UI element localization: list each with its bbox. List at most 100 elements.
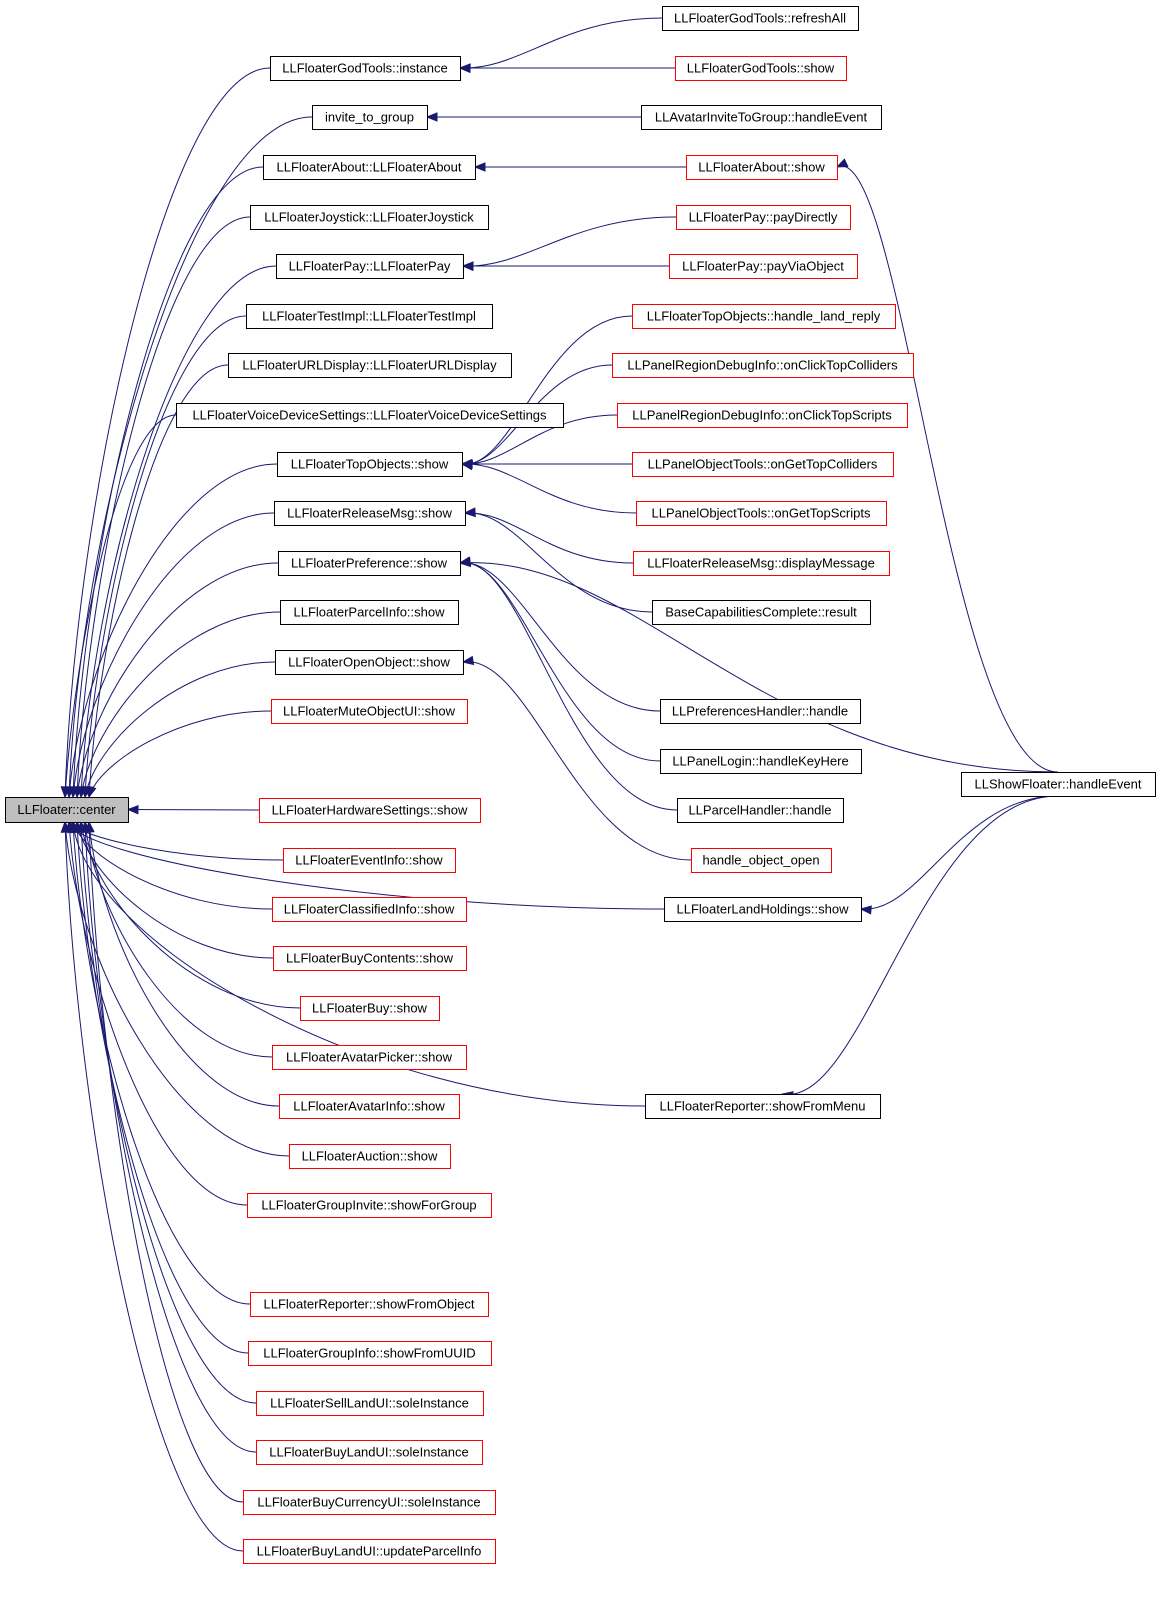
node-box[interactable]: [271, 699, 468, 724]
node-m12[interactable]: LLFloaterReleaseMsg::displayMessage: [633, 551, 890, 576]
node-m07[interactable]: LLFloaterTopObjects::handle_land_reply: [632, 304, 896, 329]
node-m04[interactable]: LLFloaterAbout::show: [686, 155, 838, 180]
node-box[interactable]: [273, 946, 467, 971]
node-box[interactable]: [617, 403, 908, 428]
node-box[interactable]: [675, 56, 847, 81]
node-box[interactable]: [641, 105, 882, 130]
node-m18[interactable]: LLFloaterLandHoldings::show: [664, 897, 862, 922]
node-box[interactable]: [289, 1144, 451, 1169]
node-box[interactable]: [691, 848, 832, 873]
node-m05[interactable]: LLFloaterPay::payDirectly: [676, 205, 851, 230]
node-box[interactable]: [259, 798, 481, 823]
node-m01[interactable]: LLFloaterGodTools::refreshAll: [662, 6, 859, 31]
node-n02[interactable]: invite_to_group: [312, 105, 428, 130]
node-box[interactable]: [662, 6, 859, 31]
node-box[interactable]: [277, 452, 463, 477]
node-n25[interactable]: LLFloaterGroupInfo::showFromUUID: [248, 1341, 492, 1366]
node-box[interactable]: [645, 1094, 881, 1119]
node-box[interactable]: [243, 1539, 496, 1564]
node-box[interactable]: [256, 1391, 484, 1416]
node-n15[interactable]: LLFloaterHardwareSettings::show: [259, 798, 481, 823]
node-m13[interactable]: BaseCapabilitiesComplete::result: [652, 600, 871, 625]
node-box[interactable]: [250, 1292, 489, 1317]
node-box[interactable]: [243, 1490, 496, 1515]
node-box[interactable]: [250, 205, 489, 230]
node-n27[interactable]: LLFloaterBuyLandUI::soleInstance: [256, 1440, 483, 1465]
node-box[interactable]: [274, 501, 466, 526]
node-box[interactable]: [276, 254, 464, 279]
node-m10[interactable]: LLPanelObjectTools::onGetTopColliders: [632, 452, 894, 477]
node-n16[interactable]: LLFloaterEventInfo::show: [283, 848, 456, 873]
node-n23[interactable]: LLFloaterGroupInvite::showForGroup: [247, 1193, 492, 1218]
node-n08[interactable]: LLFloaterVoiceDeviceSettings::LLFloaterV…: [176, 403, 564, 428]
node-n19[interactable]: LLFloaterBuy::show: [300, 996, 440, 1021]
node-box[interactable]: [633, 551, 890, 576]
node-box[interactable]: [660, 699, 861, 724]
node-box[interactable]: [660, 749, 862, 774]
node-box[interactable]: [632, 304, 896, 329]
node-n20[interactable]: LLFloaterAvatarPicker::show: [272, 1045, 467, 1070]
node-n18[interactable]: LLFloaterBuyContents::show: [273, 946, 467, 971]
node-n01[interactable]: LLFloaterGodTools::instance: [270, 56, 461, 81]
node-box[interactable]: [279, 1094, 460, 1119]
node-m16[interactable]: LLParcelHandler::handle: [677, 798, 844, 823]
node-box[interactable]: [247, 1193, 492, 1218]
node-box[interactable]: [228, 353, 512, 378]
node-n07[interactable]: LLFloaterURLDisplay::LLFloaterURLDisplay: [228, 353, 512, 378]
node-m08[interactable]: LLPanelRegionDebugInfo::onClickTopCollid…: [612, 353, 914, 378]
node-m02[interactable]: LLFloaterGodTools::show: [675, 56, 847, 81]
node-box[interactable]: [283, 848, 456, 873]
node-box[interactable]: [636, 501, 887, 526]
node-box[interactable]: [278, 551, 461, 576]
node-box[interactable]: [270, 56, 461, 81]
node-box[interactable]: [5, 797, 129, 823]
node-n06[interactable]: LLFloaterTestImpl::LLFloaterTestImpl: [246, 304, 493, 329]
node-m09[interactable]: LLPanelRegionDebugInfo::onClickTopScript…: [617, 403, 908, 428]
node-n29[interactable]: LLFloaterBuyLandUI::updateParcelInfo: [243, 1539, 496, 1564]
node-box[interactable]: [612, 353, 914, 378]
node-box[interactable]: [961, 772, 1156, 797]
node-box[interactable]: [652, 600, 871, 625]
node-box[interactable]: [312, 105, 428, 130]
node-n24[interactable]: LLFloaterReporter::showFromObject: [250, 1292, 489, 1317]
node-box[interactable]: [686, 155, 838, 180]
node-m19[interactable]: LLFloaterReporter::showFromMenu: [645, 1094, 881, 1119]
node-n03[interactable]: LLFloaterAbout::LLFloaterAbout: [263, 155, 476, 180]
node-n05[interactable]: LLFloaterPay::LLFloaterPay: [276, 254, 464, 279]
node-n26[interactable]: LLFloaterSellLandUI::soleInstance: [256, 1391, 484, 1416]
node-box[interactable]: [176, 403, 564, 428]
node-n09[interactable]: LLFloaterTopObjects::show: [277, 452, 463, 477]
node-box[interactable]: [676, 205, 851, 230]
node-box[interactable]: [664, 897, 862, 922]
node-m06[interactable]: LLFloaterPay::payViaObject: [669, 254, 858, 279]
node-box[interactable]: [272, 1045, 467, 1070]
node-n28[interactable]: LLFloaterBuyCurrencyUI::soleInstance: [243, 1490, 496, 1515]
node-m11[interactable]: LLPanelObjectTools::onGetTopScripts: [636, 501, 887, 526]
node-m17[interactable]: handle_object_open: [691, 848, 832, 873]
node-n22[interactable]: LLFloaterAuction::show: [289, 1144, 451, 1169]
node-n13[interactable]: LLFloaterOpenObject::show: [275, 650, 464, 675]
node-n10[interactable]: LLFloaterReleaseMsg::show: [274, 501, 466, 526]
node-root[interactable]: LLFloater::center: [5, 797, 129, 823]
node-n14[interactable]: LLFloaterMuteObjectUI::show: [271, 699, 468, 724]
node-n04[interactable]: LLFloaterJoystick::LLFloaterJoystick: [250, 205, 489, 230]
node-m15[interactable]: LLPanelLogin::handleKeyHere: [660, 749, 862, 774]
node-m14[interactable]: LLPreferencesHandler::handle: [660, 699, 861, 724]
node-box[interactable]: [256, 1440, 483, 1465]
node-box[interactable]: [280, 600, 459, 625]
node-n12[interactable]: LLFloaterParcelInfo::show: [280, 600, 459, 625]
node-box[interactable]: [632, 452, 894, 477]
node-box[interactable]: [275, 650, 464, 675]
node-r01[interactable]: LLShowFloater::handleEvent: [961, 772, 1156, 797]
node-box[interactable]: [677, 798, 844, 823]
node-box[interactable]: [669, 254, 858, 279]
node-n21[interactable]: LLFloaterAvatarInfo::show: [279, 1094, 460, 1119]
node-m03[interactable]: LLAvatarInviteToGroup::handleEvent: [641, 105, 882, 130]
node-n11[interactable]: LLFloaterPreference::show: [278, 551, 461, 576]
node-box[interactable]: [300, 996, 440, 1021]
node-n17[interactable]: LLFloaterClassifiedInfo::show: [272, 897, 467, 922]
node-box[interactable]: [263, 155, 476, 180]
node-box[interactable]: [248, 1341, 492, 1366]
node-box[interactable]: [246, 304, 493, 329]
node-box[interactable]: [272, 897, 467, 922]
